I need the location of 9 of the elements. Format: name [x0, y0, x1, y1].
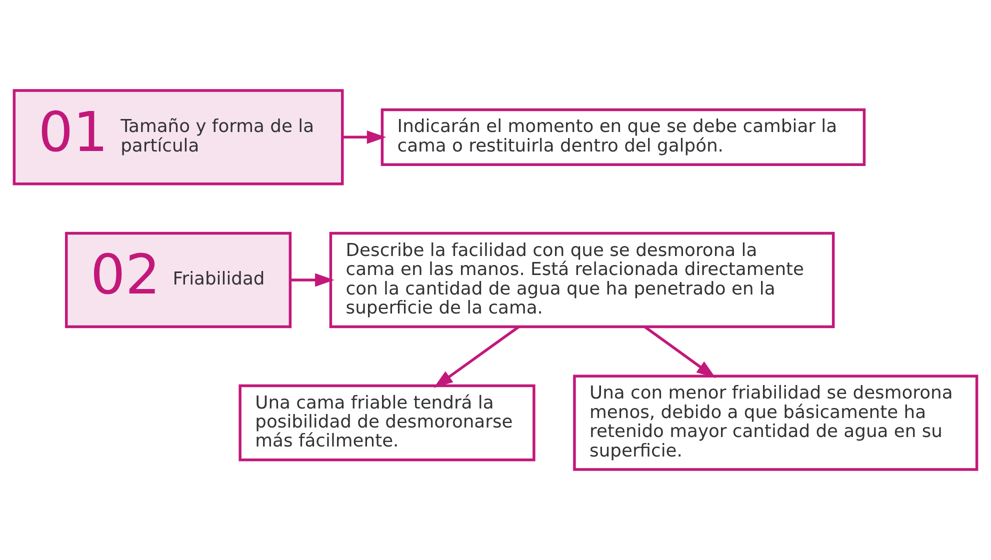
node-box: Una con menor friabilidad se desmorona menos, debido a que básicamente ha retenido mayor cantidad de agua en su superficie. — [573, 374, 978, 471]
node-box: 02 Friabilidad — [65, 232, 292, 328]
arrow — [342, 130, 386, 144]
node-box: Una cama friable tendrá la posibilidad de desmoronarse más fácilmente. — [238, 384, 536, 462]
node-box: Indicarán el momento en que se debe cambiar la cama o restituirla dentro del galpón. — [380, 108, 866, 166]
arrow — [434, 326, 520, 388]
arrow — [290, 273, 334, 287]
node-box: Describe la facilidad con que se desmorona la cama en las manos. Está relacionada directamente con la cantidad de agua que ha penetrado en la superficie de la cama. — [329, 232, 835, 328]
arrow — [644, 326, 716, 378]
